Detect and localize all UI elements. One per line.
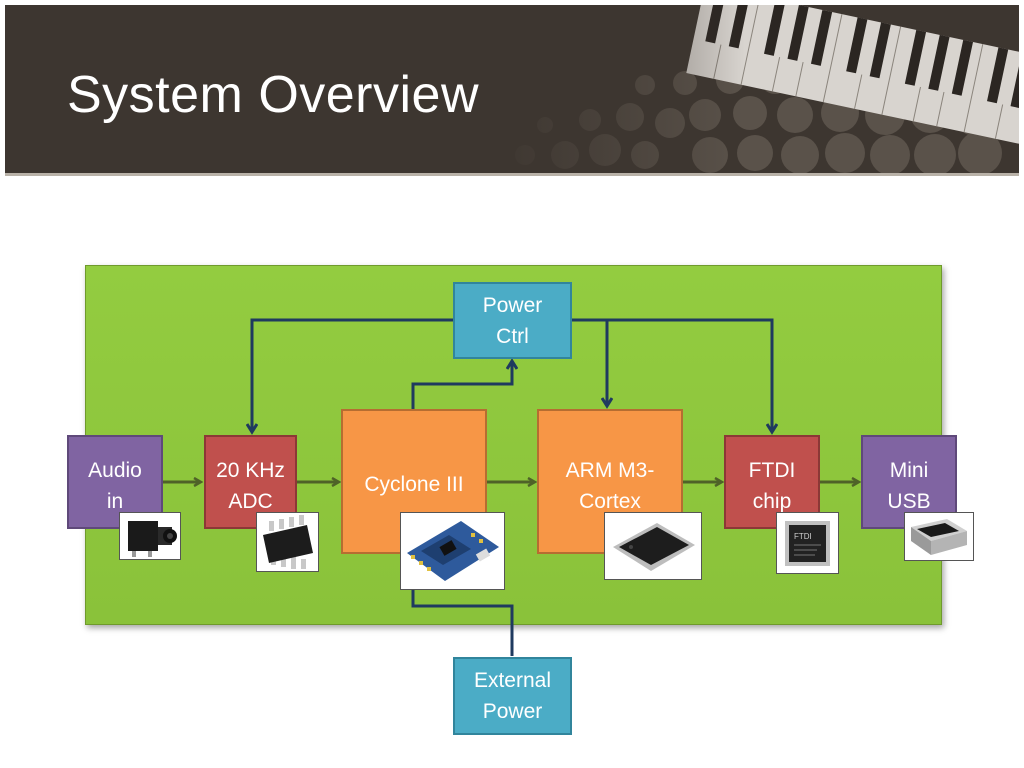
block-external-power: External Power	[453, 657, 572, 735]
block-mini-usb-label: Mini USB	[887, 459, 931, 513]
power-line-to-arm	[572, 318, 607, 406]
mini-usb-photo	[904, 512, 974, 561]
block-power-ctrl-label: Power Ctrl	[482, 293, 543, 348]
power-line-external-to-cyclone	[411, 590, 514, 656]
power-line-cyclone-to-ctrl	[411, 361, 512, 409]
svg-text:FTDI: FTDI	[794, 532, 812, 541]
adc-chip-photo	[256, 512, 319, 572]
audio-jack-photo	[119, 512, 181, 560]
block-audio-in-label: Audio in	[88, 459, 142, 513]
cyclone-board-photo	[400, 512, 505, 590]
block-arm-label: ARM M3- Cortex	[565, 459, 655, 513]
arm-chip-photo	[604, 512, 702, 580]
power-line-to-adc	[252, 318, 453, 432]
power-line-to-ftdi	[572, 318, 772, 432]
header-divider	[5, 173, 1019, 176]
piano-dots-decoration	[485, 5, 1019, 173]
block-cyclone-label: Cyclone III	[364, 473, 464, 496]
block-power-ctrl: Power Ctrl	[453, 282, 572, 359]
block-external-power-label: External Power	[473, 669, 552, 723]
block-ftdi-label: FTDI chip	[748, 459, 796, 513]
block-adc-label: 20 KHz ADC	[216, 459, 285, 513]
slide-header: System Overview	[5, 5, 1019, 173]
ftdi-chip-photo: FTDI	[776, 512, 839, 574]
slide-title: System Overview	[67, 66, 480, 124]
